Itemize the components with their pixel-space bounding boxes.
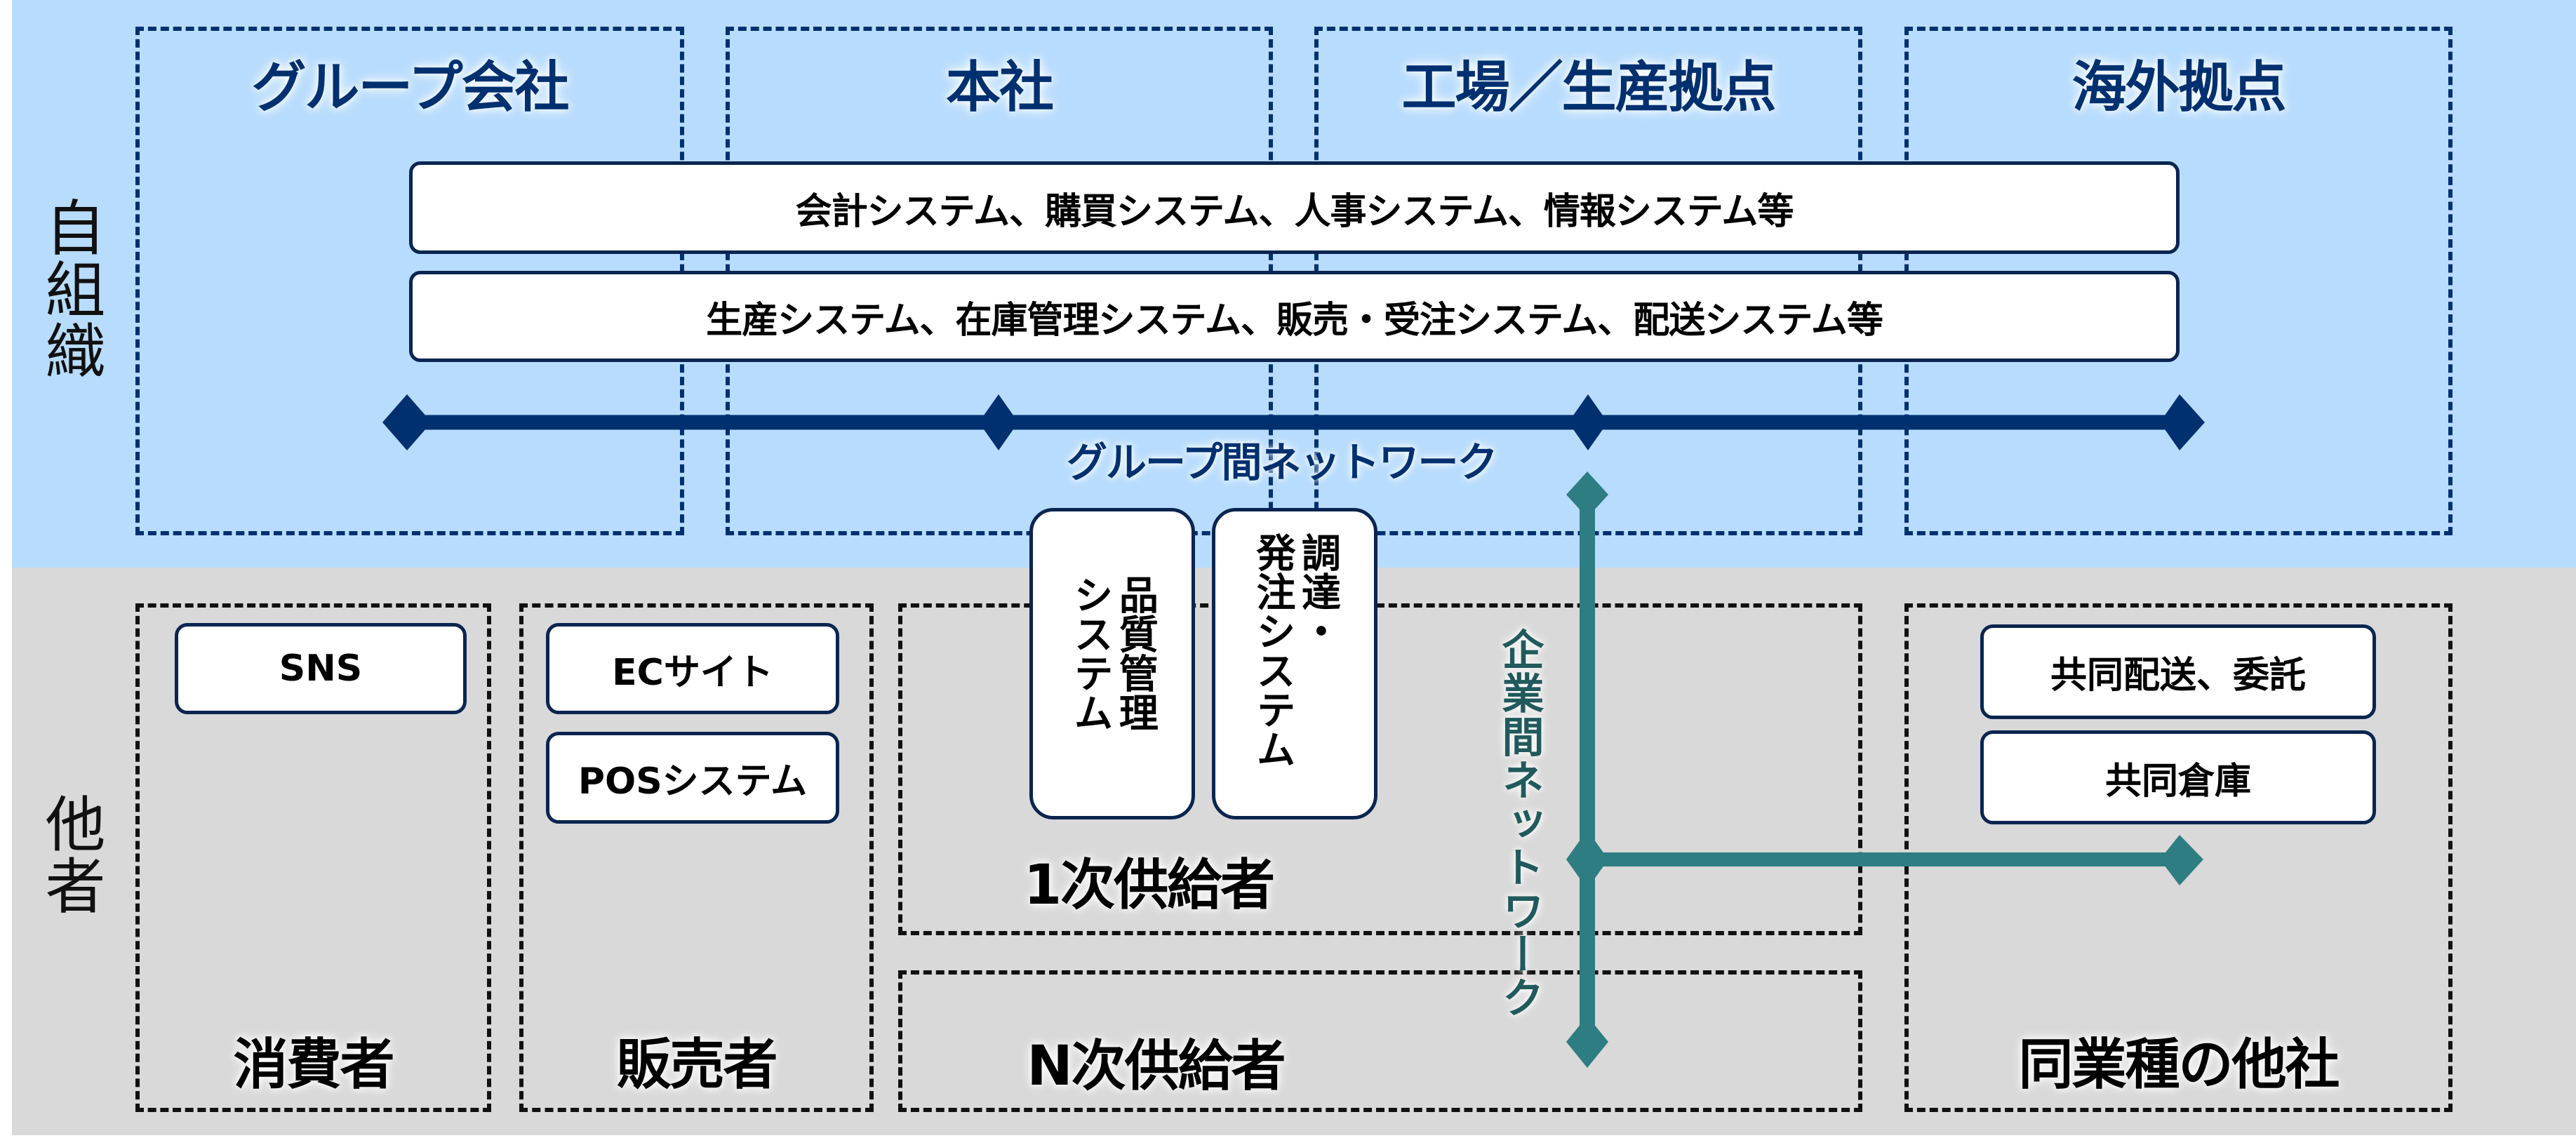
zone-title-tierN-suppliers: N次供給者	[1027, 1035, 1286, 1098]
inter-company-network-label: 企業間ネットワーク	[1495, 628, 1544, 1019]
inter-company-network-node-factories	[1566, 471, 1608, 518]
group-network-label: グループ間ネットワーク	[1067, 438, 1498, 486]
zone-title-overseas: 海外拠点	[2071, 56, 2286, 119]
zone-tier1-suppliers: 1次供給者	[898, 603, 1862, 935]
procurement-system-box: 調達・ 発注システム	[1212, 508, 1377, 819]
group-network-node-headquarters	[979, 394, 1018, 450]
quality-management-system-box: 品質管理 システム	[1029, 508, 1195, 819]
procurement-system-label: 調達・ 発注システム	[1250, 533, 1341, 768]
zone-consumers: 消費者	[135, 603, 491, 1112]
inter-company-network-node-same-industry	[2160, 835, 2203, 885]
zone-title-sellers: 販売者	[616, 1033, 778, 1097]
zone-title-same-industry: 同業種の他社	[2018, 1033, 2340, 1097]
inter-company-network-node-tierN	[1566, 1016, 1608, 1068]
quality-management-system-label: 品質管理 システム	[1067, 575, 1159, 732]
group-network-node-overseas	[2160, 394, 2205, 450]
zone-title-headquarters: 本社	[945, 56, 1054, 119]
system-bar-operations: 生産システム、在庫管理システム、販売・受注システム、配送システム等	[409, 271, 2180, 362]
row-label-own-organization: 自組織	[34, 196, 105, 382]
zone-title-factories: 工場／生産拠点	[1401, 56, 1776, 119]
zone-tierN-suppliers: N次供給者	[898, 970, 1862, 1112]
sns-box: SNS	[175, 623, 467, 714]
group-network-node-factories	[1568, 394, 1608, 450]
system-bar-back-office: 会計システム、購買システム、人事システム、情報システム等	[409, 161, 2180, 254]
zone-title-group-companies: グループ会社	[251, 56, 569, 119]
zone-title-tier1-suppliers: 1次供給者	[1023, 854, 1275, 917]
zone-title-consumers: 消費者	[233, 1033, 394, 1097]
pos-system-box: POSシステム	[546, 732, 839, 824]
zone-sellers: 販売者	[519, 603, 874, 1112]
group-network-node-group-companies	[382, 394, 432, 450]
joint-warehouse-box: 共同倉庫	[1980, 730, 2376, 824]
joint-delivery-box: 共同配送、委託	[1980, 624, 2376, 719]
inter-company-network-node-tier1	[1566, 830, 1608, 889]
ec-site-box: ECサイト	[546, 623, 839, 714]
row-label-others: 他者	[34, 793, 105, 916]
